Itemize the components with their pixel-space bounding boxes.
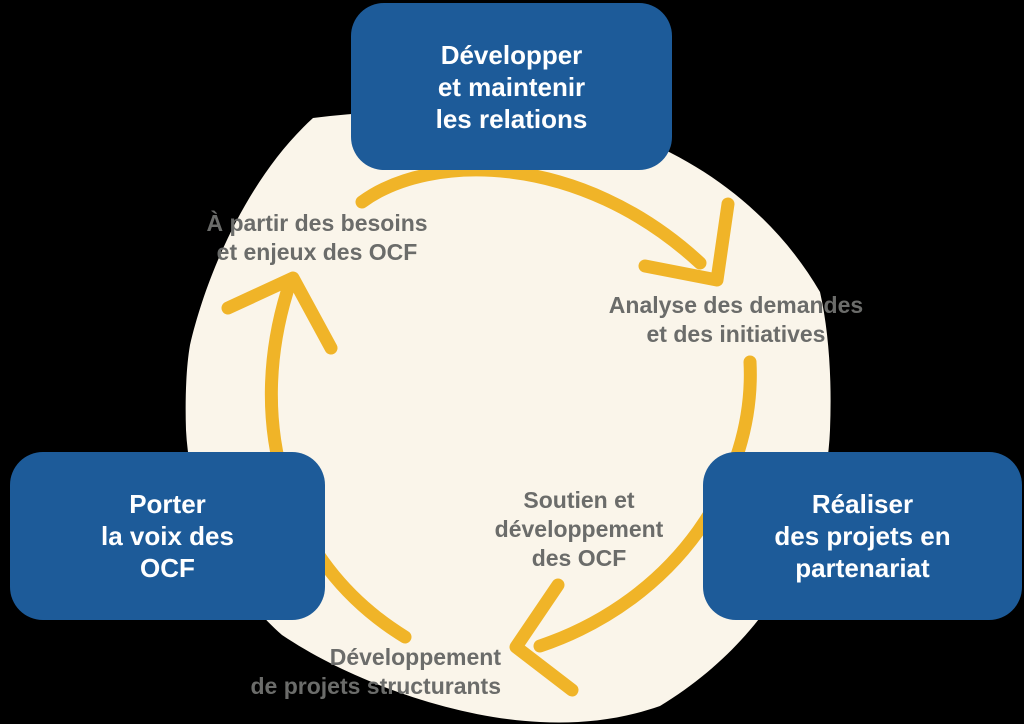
- box-porter-voix-ocf: Porter la voix des OCF: [10, 452, 325, 620]
- box-top-line-3: les relations: [435, 103, 588, 134]
- arrow-right-head: [509, 578, 579, 697]
- label-soutien-line-2: développement: [494, 516, 664, 542]
- box-top-line-1: Développer: [440, 39, 583, 70]
- arrow-top-curve: [355, 163, 707, 270]
- box-realiser-projets: Réaliser des projets en partenariat: [703, 452, 1022, 620]
- box-left-line-3: OCF: [140, 553, 195, 583]
- box-left-line-1: Porter: [129, 489, 206, 519]
- box-top-line-2: et maintenir: [437, 71, 586, 102]
- label-soutien-line-1: Soutien et: [523, 487, 635, 513]
- box-left-line-2: la voix des: [101, 521, 234, 551]
- label-soutien-line-3: des OCF: [531, 545, 627, 571]
- arrow-top-head: [638, 197, 735, 287]
- box-right-line-1: Réaliser: [811, 489, 914, 519]
- label-structurants-line-2: de projets structurants: [250, 673, 502, 699]
- label-analyse-line-1: Analyse des demandes: [608, 292, 864, 318]
- label-soutien-developpement: Soutien et développement des OCF: [459, 486, 699, 573]
- label-besoins-line-1: À partir des besoins: [206, 210, 428, 236]
- label-analyse-line-2: et des initiatives: [646, 321, 826, 347]
- label-structurants-line-1: Développement: [329, 644, 501, 670]
- box-right-line-3: partenariat: [795, 553, 930, 583]
- arrow-left-head: [221, 271, 338, 355]
- label-besoins-line-2: et enjeux des OCF: [216, 239, 418, 265]
- box-right-line-2: des projets en: [774, 521, 951, 551]
- label-projets-structurants: Développement de projets structurants: [141, 643, 502, 701]
- arrow-right-curve: [533, 355, 757, 653]
- label-besoins-enjeux: À partir des besoins et enjeux des OCF: [157, 209, 477, 267]
- box-developper-relations: Développer et maintenir les relations: [351, 3, 672, 170]
- label-analyse-demandes: Analyse des demandes et des initiatives: [566, 291, 906, 349]
